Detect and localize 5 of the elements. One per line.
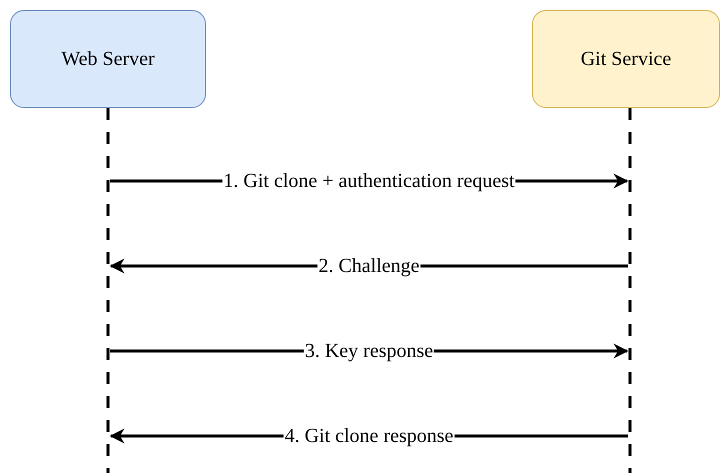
edge-label: 2. Challenge bbox=[317, 255, 421, 277]
edge-label: 1. Git clone + authentication request bbox=[222, 170, 516, 192]
participant-box: Web Server bbox=[10, 10, 206, 108]
edge-label: 4. Git clone response bbox=[284, 425, 454, 447]
participant-box: Git Service bbox=[532, 10, 720, 108]
